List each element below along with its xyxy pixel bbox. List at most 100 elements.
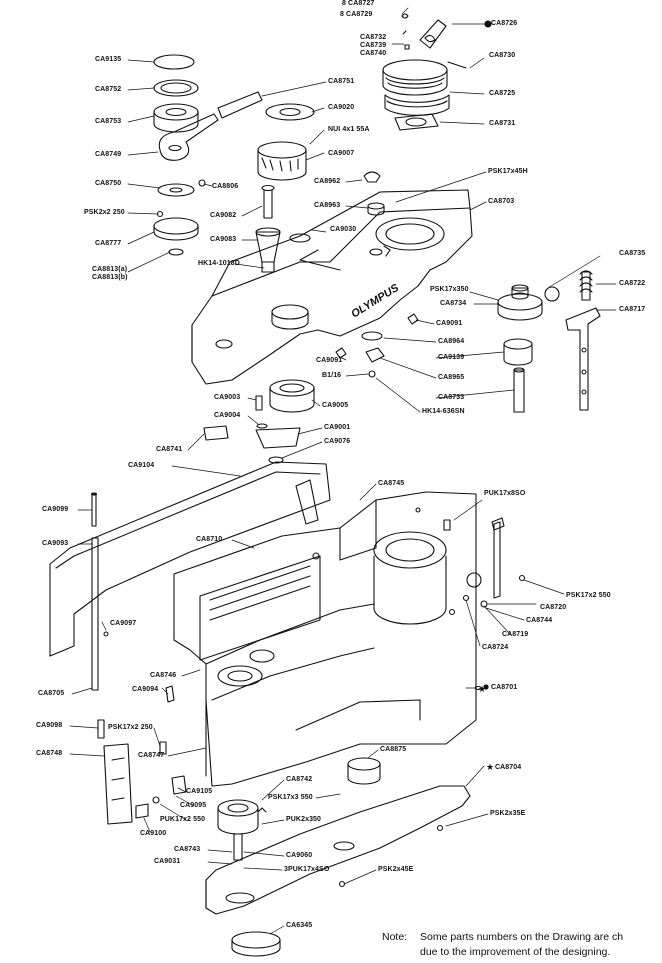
- brand-logo: OLYMPUS: [349, 282, 401, 321]
- part-label: PUK17x8SO: [484, 490, 526, 497]
- part-label: CA8731: [489, 120, 516, 127]
- part-label: CA9093: [42, 540, 69, 547]
- part-label: CA9104: [128, 462, 155, 469]
- part-label: CA9091: [436, 320, 463, 327]
- front-cover: [49, 461, 331, 657]
- part-label: CA8965: [438, 374, 465, 381]
- part-label: CA8722: [619, 280, 646, 287]
- part-label: 3PUK17x4SO: [284, 866, 330, 873]
- footnote: Note: Some parts numbers on the Drawing a…: [382, 930, 662, 960]
- part-label: CA8813(a): [92, 266, 128, 273]
- part-label: CA9030: [330, 226, 357, 233]
- part-label: CA8750: [95, 180, 122, 187]
- part-label: CA9099: [42, 506, 69, 513]
- part-label: CA8732: [360, 34, 387, 41]
- main-body: [173, 491, 488, 787]
- part-label: CA8964: [438, 338, 465, 345]
- part-label: CA9097: [110, 620, 137, 627]
- part-label: CA8742: [286, 776, 313, 783]
- part-label: PSK17x3 550: [268, 794, 313, 801]
- part-label: CA8751: [328, 78, 355, 85]
- part-label: CA8739: [360, 42, 387, 49]
- filled-marker: [483, 684, 489, 690]
- part-label: CA9060: [286, 852, 313, 859]
- note-prefix: Note:: [382, 931, 408, 943]
- note-line-2: due to the improvement of the designing.: [420, 946, 611, 958]
- mid-small-parts: [203, 171, 419, 464]
- part-label: PSK2x45E: [378, 866, 414, 873]
- part-label: CA8745: [378, 480, 405, 487]
- part-label: CA8726: [491, 20, 518, 27]
- bottom-assembly: [135, 757, 471, 957]
- part-label: CA9105: [186, 788, 213, 795]
- part-label: CA9020: [328, 104, 355, 111]
- part-label: CA8730: [489, 52, 516, 59]
- part-label: CA8717: [619, 306, 646, 313]
- part-label: 8 CA8727: [342, 0, 375, 7]
- part-label: CA8735: [619, 250, 646, 257]
- center-dial-parts: [255, 103, 315, 273]
- part-label: CA8725: [489, 90, 516, 97]
- part-label: PSK17x350: [430, 286, 469, 293]
- part-label: CA8749: [95, 151, 122, 158]
- wind-lever-assembly: [497, 270, 601, 413]
- part-label: PSK17x45H: [488, 168, 528, 175]
- part-label: NUI 4x1 55A: [328, 126, 370, 133]
- part-label: CA8740: [360, 50, 387, 57]
- part-label: CA8748: [36, 750, 63, 757]
- part-label: CA8705: [38, 690, 65, 697]
- part-label: CA9001: [324, 424, 351, 431]
- part-label: CA8813(b): [92, 274, 128, 281]
- part-label: CA8752: [95, 86, 122, 93]
- part-label: CA8777: [95, 240, 122, 247]
- part-label: CA9004: [214, 412, 241, 419]
- part-label: CA8741: [156, 446, 183, 453]
- part-label: CA9076: [324, 438, 351, 445]
- shutter-dial-stack: [153, 54, 263, 256]
- part-label: CA6345: [286, 922, 313, 929]
- part-label: CA8747: [138, 752, 165, 759]
- part-label: CA9139: [438, 354, 465, 361]
- part-label: PUK17x2 550: [160, 816, 206, 823]
- leader-lines: [69, 7, 617, 935]
- part-label: PSK17x2 550: [566, 592, 611, 599]
- part-label: CA9100: [140, 830, 167, 837]
- left-rods: [90, 492, 175, 825]
- part-label: CA8806: [212, 183, 239, 190]
- part-label: CA8720: [540, 604, 567, 611]
- part-label: B1/16: [322, 372, 342, 379]
- part-label: CA8703: [488, 198, 515, 205]
- part-label: CA9098: [36, 722, 63, 729]
- part-label: CA8704: [495, 764, 522, 771]
- note-line-1: Some parts numbers on the Drawing are ch: [420, 931, 624, 943]
- part-label: CA8753: [95, 118, 122, 125]
- part-label: PSK17x2 250: [108, 724, 153, 731]
- part-label: CA8710: [196, 536, 223, 543]
- part-label: HK14-1018D: [198, 260, 240, 267]
- part-label: CA8734: [440, 300, 467, 307]
- part-label: CA8744: [526, 617, 553, 624]
- right-side-strips: [443, 517, 526, 691]
- part-label: PUK2x350: [286, 816, 322, 823]
- part-label: CA8962: [314, 178, 341, 185]
- part-label: CA9005: [322, 402, 349, 409]
- part-label: CA9082: [210, 212, 237, 219]
- star-marker: ★: [478, 684, 486, 694]
- part-label: PSK2x35E: [490, 810, 526, 817]
- part-label: CA8719: [502, 631, 529, 638]
- part-label: CA8963: [314, 202, 341, 209]
- part-label: CA9135: [95, 56, 122, 63]
- rewind-knob-assembly: [382, 13, 492, 131]
- top-cover: [191, 189, 473, 385]
- star-marker: ★: [486, 762, 494, 772]
- part-label: CA8743: [174, 846, 201, 853]
- part-label: CA8724: [482, 644, 509, 651]
- part-label: CA9003: [214, 394, 241, 401]
- part-label: CA9083: [210, 236, 237, 243]
- part-label: CA8733: [438, 394, 465, 401]
- part-label: CA9094: [132, 686, 159, 693]
- part-label: CA9007: [328, 150, 355, 157]
- part-label: CA8746: [150, 672, 177, 679]
- part-label: PSK2x2 250: [84, 209, 125, 216]
